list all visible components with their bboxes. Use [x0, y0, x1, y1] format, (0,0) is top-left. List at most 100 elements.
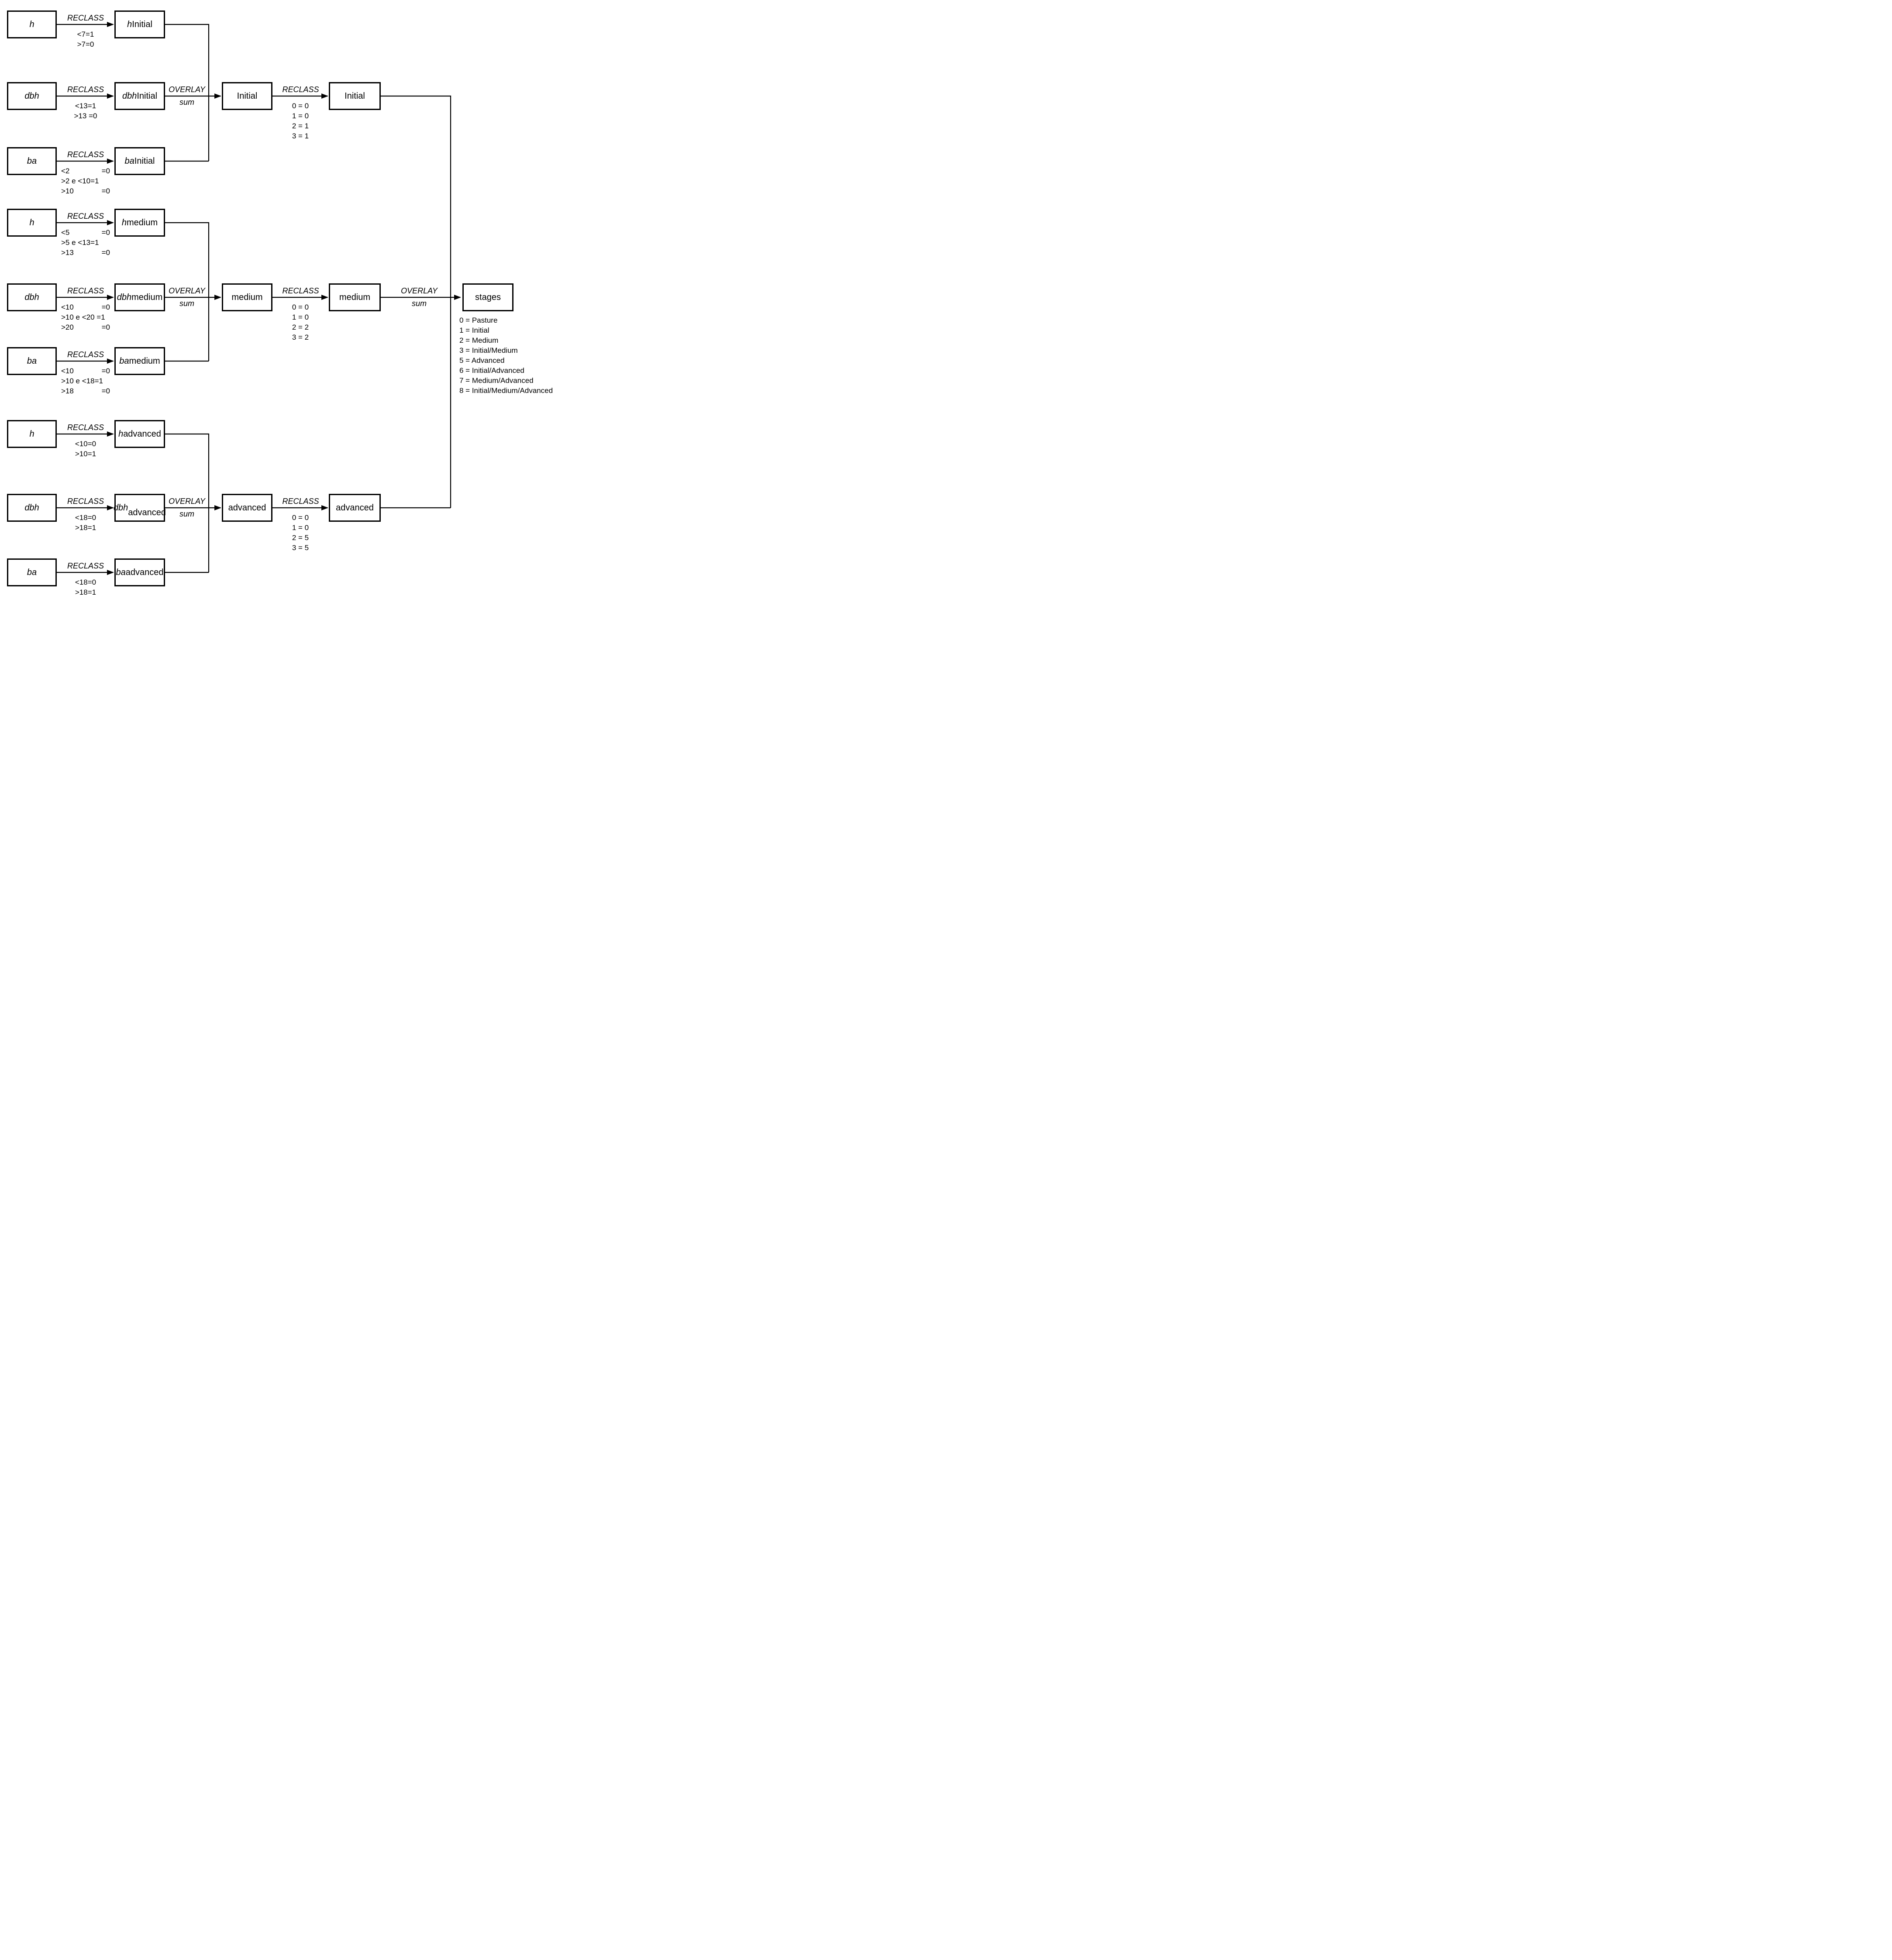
text-line: >5 e <13=1	[61, 238, 99, 247]
box-label-rest: Initial	[134, 156, 155, 166]
box-input-h-medium: h	[7, 209, 57, 237]
reclass-op-label: RECLASS	[67, 561, 104, 570]
box-label-rest: medium	[131, 293, 163, 302]
text-line: 7 = Medium/Advanced	[459, 376, 534, 385]
box-label-var: dbh	[113, 503, 128, 513]
flowchart-canvas: h RECLASS <7=1 >7=0 h Initial dbh RECLASS…	[0, 0, 568, 597]
text-line: 0 = 0	[292, 102, 309, 110]
box-label: h	[29, 429, 34, 439]
text-line: >10=1	[75, 450, 96, 458]
box-label-var: h	[121, 218, 127, 227]
elbow-final-junction	[381, 95, 451, 509]
text-line: 3 = 1	[292, 132, 309, 140]
box-label: ba	[27, 156, 37, 166]
text-line: >18=1	[75, 588, 96, 596]
box-stage-advanced-2: advanced	[329, 494, 381, 522]
text-line: <7=1	[77, 30, 94, 38]
text-line: 2 = Medium	[459, 336, 499, 344]
text-line: >10=0	[61, 186, 110, 196]
criteria-ba-initial: <2=0>2 e <10=1>10=0	[61, 166, 110, 196]
box-label-rest: medium	[126, 218, 158, 227]
text-segment: >18	[61, 387, 74, 395]
box-label-var: h	[118, 429, 124, 439]
box-ba-advanced: ba advanced	[114, 558, 165, 586]
box-input-dbh-medium: dbh	[7, 283, 57, 311]
text-segment: <5	[61, 228, 70, 237]
box-label-var: h	[127, 20, 132, 29]
box-label-var: dbh	[122, 91, 137, 101]
text-line: >13 =0	[74, 112, 97, 120]
box-dbh-medium: dbh medium	[114, 283, 165, 311]
text-line: 1 = 0	[292, 313, 309, 321]
box-label-rest: advanced	[128, 508, 166, 517]
text-line: 1 = Initial	[459, 326, 489, 334]
box-label-rest: Initial	[132, 20, 152, 29]
box-h-advanced: h advanced	[114, 420, 165, 448]
text-line: <18=0	[75, 513, 96, 522]
box-stage-advanced-1: advanced	[222, 494, 272, 522]
box-label: medium	[231, 293, 263, 302]
criteria-ba-medium: <10=0>10 e <18=1>18=0	[61, 366, 110, 396]
text-line: 5 = Advanced	[459, 356, 505, 365]
text-line: >7=0	[77, 40, 94, 48]
box-dbh-initial: dbh Initial	[114, 82, 165, 110]
text-line: >13=0	[61, 248, 110, 258]
reclass-op-label: RECLASS	[67, 350, 104, 359]
text-line: 2 = 1	[292, 122, 309, 130]
text-line: <18=0	[75, 578, 96, 586]
text-line: 2 = 2	[292, 323, 309, 331]
text-line: <5 =0	[61, 227, 110, 238]
reclass-op-label: RECLASS	[67, 212, 104, 220]
text-line: 1 = 0	[292, 112, 309, 120]
box-label: ba	[27, 568, 37, 577]
text-line: >2 e <10=1	[61, 177, 99, 185]
box-label: dbh	[24, 293, 39, 302]
sum-op-label: sum	[179, 98, 194, 107]
text-line: 8 = Initial/Medium/Advanced	[459, 386, 553, 395]
criteria-ba-advanced: <18=0 >18=1	[61, 577, 110, 597]
text-line: >10 e <20 =1	[61, 313, 105, 321]
text-line: 0 = 0	[292, 303, 309, 311]
text-segment: =0	[101, 367, 110, 375]
box-stages: stages	[462, 283, 513, 311]
box-stage-initial-2: Initial	[329, 82, 381, 110]
text-line: <10=0	[75, 440, 96, 448]
box-label: medium	[339, 293, 371, 302]
overlay-op-label: OVERLAY	[169, 497, 205, 506]
box-label-var: ba	[116, 568, 126, 577]
box-label-var: dbh	[117, 293, 132, 302]
text-line: 0 = 0	[292, 513, 309, 522]
text-line: >18=1	[75, 524, 96, 532]
reclass-op-label: RECLASS	[67, 423, 104, 432]
text-segment: =0	[101, 248, 110, 257]
text-segment: =0	[101, 228, 110, 237]
elbow-medium-group	[165, 222, 210, 362]
box-stage-medium-2: medium	[329, 283, 381, 311]
overlay-op-label: OVERLAY	[401, 286, 438, 295]
box-stage-initial-1: Initial	[222, 82, 272, 110]
box-ba-initial: ba Initial	[114, 147, 165, 175]
criteria-h-advanced: <10=0 >10=1	[61, 439, 110, 459]
box-label-rest: advanced	[123, 429, 161, 439]
box-dbh-advanced: dbh advanced	[113, 494, 166, 522]
box-label-rest: medium	[129, 356, 160, 366]
criteria-h-medium: <5 =0>5 e <13=1>13=0	[61, 227, 110, 258]
criteria-dbh-medium: <10=0>10 e <20 =1>20=0	[61, 302, 110, 332]
box-h-initial: h Initial	[114, 10, 165, 38]
box-label-rest: Initial	[137, 91, 158, 101]
reclass-op-label: RECLASS	[67, 14, 104, 22]
box-input-h-initial: h	[7, 10, 57, 38]
text-line: 3 = Initial/Medium	[459, 346, 518, 355]
text-segment: >10	[61, 187, 74, 195]
reclass-op-label: RECLASS	[282, 85, 319, 94]
box-label: dbh	[24, 91, 39, 101]
text-segment: <10	[61, 367, 74, 375]
text-line: >10 e <18=1	[61, 377, 103, 385]
sum-op-label: sum	[411, 299, 427, 308]
criteria-h-initial: <7=1 >7=0	[61, 29, 110, 49]
box-h-medium: h medium	[114, 209, 165, 237]
text-segment: =0	[101, 323, 110, 331]
elbow-initial-group	[165, 24, 210, 162]
reclass-op-label: RECLASS	[67, 497, 104, 506]
reclass-op-label: RECLASS	[67, 150, 104, 159]
